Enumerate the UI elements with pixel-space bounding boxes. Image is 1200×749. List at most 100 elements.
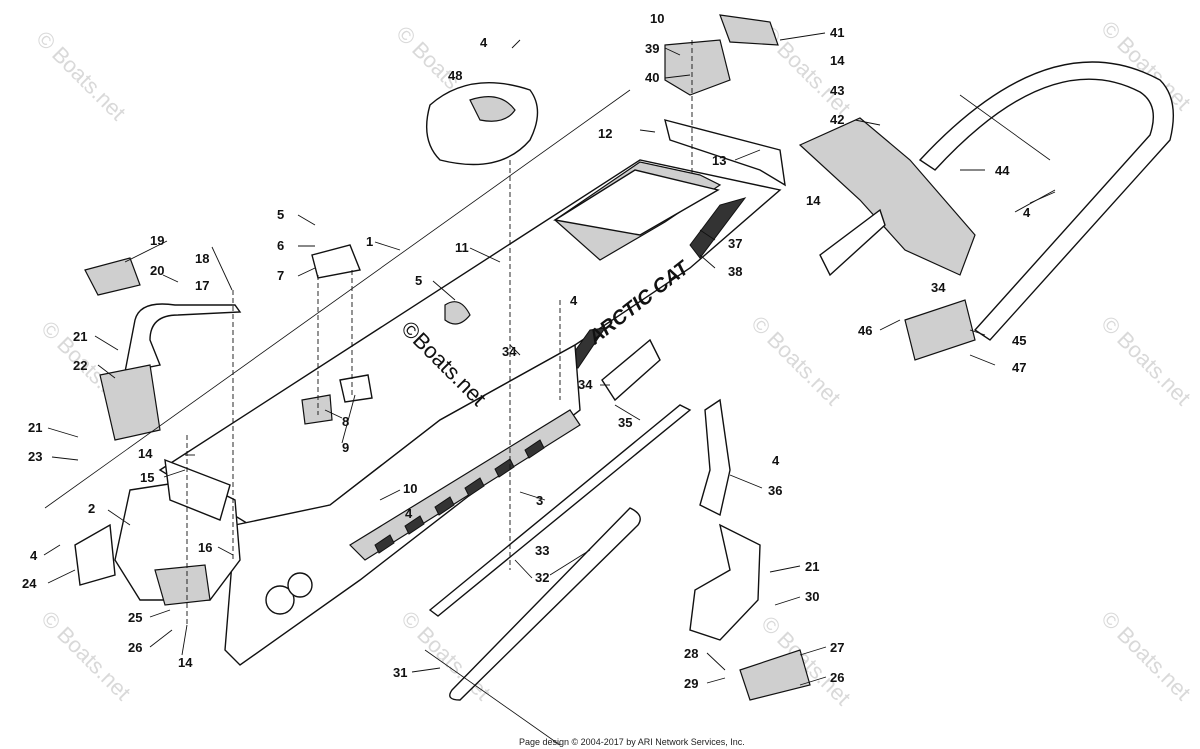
callout-21: 21 [805, 559, 819, 574]
watermark: © Boats.net [396, 606, 495, 705]
upper-parts [426, 14, 786, 187]
footrest-left [154, 564, 211, 606]
taillight-lens [719, 14, 779, 46]
rear-bumper-loop [918, 61, 1175, 341]
callout-22: 22 [73, 358, 87, 373]
callout-42: 42 [830, 112, 844, 127]
callout-27: 27 [830, 640, 844, 655]
callout-4: 4 [1023, 205, 1031, 220]
callout-8: 8 [342, 414, 349, 429]
side-hole-2 [287, 572, 313, 598]
callout-34: 34 [578, 377, 593, 392]
callout-20: 20 [150, 263, 164, 278]
hitch-bracket [904, 299, 976, 361]
watermark: © Boats.net [1096, 311, 1195, 410]
callout-38: 38 [728, 264, 742, 279]
callout-7: 7 [277, 268, 284, 283]
callout-45: 45 [1012, 333, 1026, 348]
watermark: © Boats.net [36, 606, 135, 705]
callout-18: 18 [195, 251, 209, 266]
callout-9: 9 [342, 440, 349, 455]
callout-12: 12 [598, 126, 612, 141]
seat-pad-inner [469, 96, 516, 122]
bracket-7 [311, 244, 361, 279]
callout-10: 10 [403, 481, 417, 496]
callout-4: 4 [30, 548, 38, 563]
callout-4: 4 [405, 506, 413, 521]
callout-43: 43 [830, 83, 844, 98]
grab-handle [124, 303, 242, 373]
grommet-5 [444, 301, 471, 325]
running-board-cleats [349, 409, 581, 561]
callout-40: 40 [645, 70, 659, 85]
callout-29: 29 [684, 676, 698, 691]
callout-13: 13 [712, 153, 726, 168]
callout-5: 5 [415, 273, 422, 288]
callout-1: 1 [366, 234, 373, 249]
bracket-24 [74, 523, 116, 586]
footrest-right-cover [739, 649, 811, 701]
callout-34: 34 [502, 344, 517, 359]
callout-46: 46 [858, 323, 872, 338]
callout-24: 24 [22, 576, 37, 591]
callout-35: 35 [618, 415, 632, 430]
right-lower-parts [428, 338, 811, 701]
callout-23: 23 [28, 449, 42, 464]
callout-19: 19 [150, 233, 164, 248]
rail-36 [699, 398, 731, 517]
flap-bracket [819, 208, 886, 277]
callout-30: 30 [805, 589, 819, 604]
bracket-35 [601, 338, 661, 402]
watermark: © Boats.net [31, 26, 130, 125]
assembly-lines [44, 40, 1051, 746]
callout-41: 41 [830, 25, 844, 40]
callout-14: 14 [138, 446, 153, 461]
tunnel-window [553, 169, 720, 236]
callout-31: 31 [393, 665, 407, 680]
leader-lines [43, 32, 1056, 686]
rear-bumper-assembly [798, 61, 1175, 361]
callout-39: 39 [645, 41, 659, 56]
plate-9 [339, 374, 373, 403]
callout-26: 26 [830, 670, 844, 685]
callout-4: 4 [480, 35, 488, 50]
callout-34: 34 [931, 280, 946, 295]
cover-19 [84, 257, 141, 296]
footer-text: Page design © 2004-2017 by ARI Network S… [519, 737, 745, 747]
callout-4: 4 [570, 293, 578, 308]
snow-flap [798, 117, 976, 276]
callout-15: 15 [140, 470, 154, 485]
callout-44: 44 [995, 163, 1010, 178]
callout-16: 16 [198, 540, 212, 555]
callout-32: 32 [535, 570, 549, 585]
taillight-housing [664, 39, 731, 96]
footrest-right [689, 523, 761, 641]
tunnel-stripe [689, 197, 747, 259]
watermark: © Boats.net [746, 311, 845, 410]
callout-26: 26 [128, 640, 142, 655]
cleat-row [374, 439, 545, 554]
callout-25: 25 [128, 610, 142, 625]
callout-3: 3 [536, 493, 543, 508]
callout-17: 17 [195, 278, 209, 293]
tube-31 [449, 507, 641, 701]
callout-36: 36 [768, 483, 782, 498]
callout-14: 14 [830, 53, 845, 68]
callout-14: 14 [806, 193, 821, 208]
seat-pad [426, 82, 539, 166]
callout-47: 47 [1012, 360, 1026, 375]
callout-21: 21 [28, 420, 42, 435]
callout-4: 4 [772, 453, 780, 468]
callout-28: 28 [684, 646, 698, 661]
bracket-15 [164, 458, 231, 521]
callout-21: 21 [73, 329, 87, 344]
side-vent [99, 364, 161, 441]
left-parts [74, 244, 471, 606]
callout-48: 48 [448, 68, 462, 83]
side-hole-1 [265, 585, 295, 615]
callout-37: 37 [728, 236, 742, 251]
callout-6: 6 [277, 238, 284, 253]
callout-33: 33 [535, 543, 549, 558]
watermark: © Boats.net [1096, 606, 1195, 705]
